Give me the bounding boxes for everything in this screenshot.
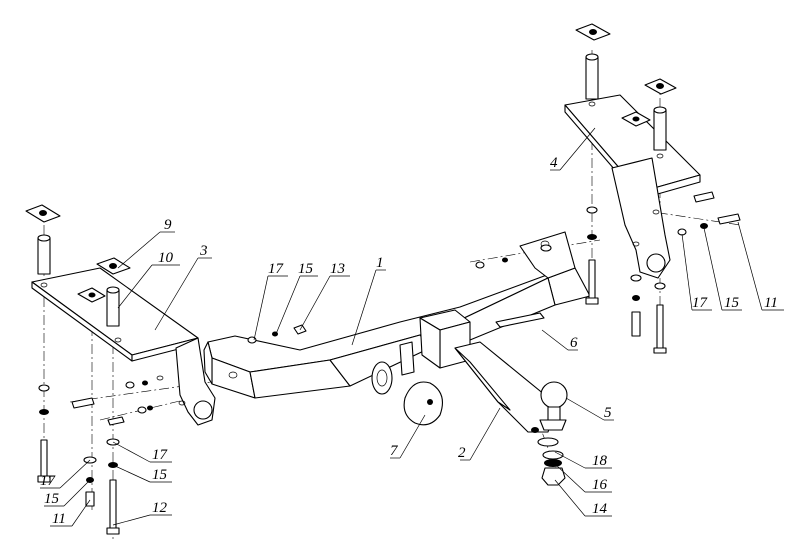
- right-bracket: [564, 94, 701, 279]
- callout-18: 18: [592, 453, 608, 469]
- callout-15-mid: 15: [152, 467, 168, 483]
- pin: [495, 312, 545, 328]
- callout-17-left: 17: [40, 473, 57, 489]
- callout-15-right: 15: [724, 295, 740, 311]
- callout-17-top: 17: [268, 261, 285, 277]
- hitch-bar: [419, 309, 559, 447]
- leader-lines: [40, 127, 784, 527]
- callout-3: 3: [199, 243, 208, 259]
- towball: [539, 381, 568, 486]
- crossbeam: [203, 231, 591, 399]
- callout-16: 16: [592, 477, 608, 493]
- callout-11-left: 11: [52, 511, 66, 527]
- callout-15-top: 15: [298, 261, 314, 277]
- callout-17-right: 17: [692, 295, 709, 311]
- callout-15-left: 15: [44, 491, 60, 507]
- callout-6: 6: [570, 335, 578, 351]
- callout-labels: 1 2 3 4 5 6 7 9 10 11 11 12 13 14 15 15 …: [40, 155, 778, 527]
- callout-10: 10: [158, 250, 174, 266]
- callout-1: 1: [376, 255, 384, 271]
- right-spacers: [575, 23, 677, 151]
- callout-12: 12: [152, 500, 168, 516]
- left-bracket: [31, 267, 216, 426]
- callout-4: 4: [550, 155, 558, 171]
- left-fasteners: [37, 380, 153, 535]
- callout-13: 13: [330, 261, 345, 277]
- callout-17-mid: 17: [152, 447, 169, 463]
- callout-2: 2: [458, 445, 466, 461]
- callout-11-right: 11: [764, 295, 778, 311]
- callout-5: 5: [604, 405, 612, 421]
- left-spacers: [25, 204, 131, 327]
- callout-9: 9: [164, 217, 172, 233]
- socket: [371, 341, 443, 426]
- callout-7: 7: [390, 443, 399, 459]
- callout-14: 14: [592, 501, 608, 517]
